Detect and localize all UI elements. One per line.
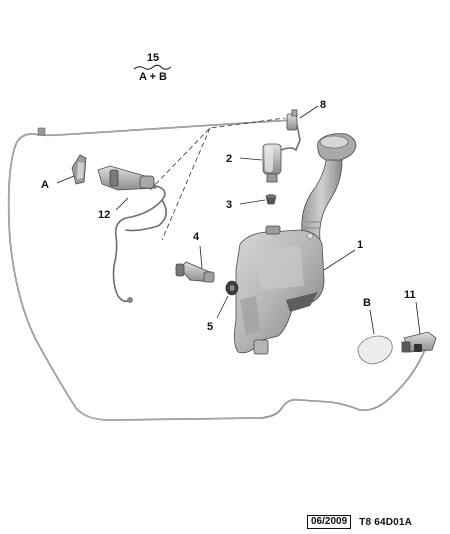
callout-12: 12 xyxy=(98,209,110,221)
callout-5: 5 xyxy=(207,321,213,333)
kit-number-label: 15 xyxy=(147,52,159,64)
callout-11: 11 xyxy=(404,289,416,301)
kit-header: 15 A + B xyxy=(133,52,172,83)
callout-b: B xyxy=(363,297,371,309)
washer-hose xyxy=(7,119,428,421)
callout-3: 3 xyxy=(226,199,232,211)
reservoir-tank-part xyxy=(234,133,357,355)
callout-2: 2 xyxy=(226,153,232,165)
callout-8: 8 xyxy=(320,99,326,111)
callout-4: 4 xyxy=(193,231,200,243)
kit-content-label: A + B xyxy=(139,71,167,83)
level-sensor-part xyxy=(175,261,215,283)
grommet-part xyxy=(225,280,239,296)
pump-seal-part xyxy=(265,194,277,205)
leader-lines xyxy=(56,105,421,335)
dashed-line-pump xyxy=(161,127,211,241)
callout-1: 1 xyxy=(357,239,363,251)
ref-b-cover xyxy=(357,335,393,365)
dashed-line-front-jet xyxy=(149,117,286,191)
callout-a: A xyxy=(41,179,49,191)
revision-date: 06/2009 xyxy=(307,515,352,529)
rear-jet-part xyxy=(286,109,301,151)
pump-part xyxy=(262,143,297,183)
callout-labels: 8 2 3 A 12 1 4 5 B 11 xyxy=(41,99,416,333)
diagram-footer: 06/2009 T8 64D01A xyxy=(307,515,412,529)
headlamp-jet-part xyxy=(401,331,437,353)
kit-brace xyxy=(133,64,172,70)
ref-a-bracket xyxy=(71,154,87,185)
front-jet-part xyxy=(97,165,167,303)
diagram-reference: T8 64D01A xyxy=(359,516,413,528)
